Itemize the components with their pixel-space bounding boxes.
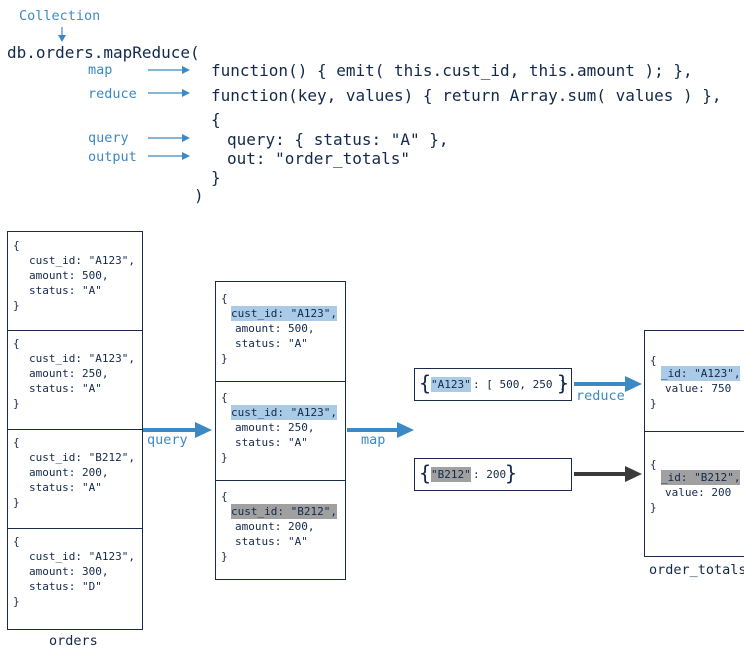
filtered-doc-1: { cust_id: "A123", amount: 500, status: …: [216, 282, 345, 382]
query-flow-arrow: [143, 422, 212, 438]
order-doc-1: { cust_id: "A123", amount: 500, status: …: [8, 232, 142, 331]
doc-close-brace: }: [650, 501, 657, 514]
orders-collection-box: { cust_id: "A123", amount: 500, status: …: [7, 231, 143, 630]
doc-open-brace: {: [13, 337, 20, 350]
reduce-label: reduce: [88, 86, 137, 102]
doc-close-brace: }: [650, 397, 657, 410]
reduce-function: function(key, values) { return Array.sum…: [211, 86, 722, 105]
map-flow-arrow: [347, 422, 414, 438]
doc-amount: amount: 250,: [29, 367, 109, 380]
mapreduce-call-line: db.orders.mapReduce(: [7, 43, 200, 62]
doc-open-brace: {: [221, 490, 228, 503]
reduce-label-arrow: [148, 89, 190, 97]
map-function: function() { emit( this.cust_id, this.am…: [211, 61, 693, 80]
filtered-doc-2: { cust_id: "A123", amount: 250, status: …: [216, 381, 345, 481]
out-line: out: "order_totals": [227, 149, 411, 168]
order-totals-caption: order_totals: [649, 562, 744, 578]
doc-status: status: "A": [235, 337, 308, 350]
doc-open-brace: {: [221, 292, 228, 305]
reduce-arrow-label: reduce: [576, 388, 625, 404]
order-totals-box: { _id: "A123", value: 750 } { _id: "B212…: [644, 330, 744, 557]
order-doc-4: { cust_id: "A123", amount: 300, status: …: [8, 528, 142, 629]
doc-open-brace: {: [13, 436, 20, 449]
map-label: map: [88, 62, 113, 78]
doc-open-brace: {: [650, 354, 657, 367]
doc-cust-id: cust_id: "B212",: [29, 451, 135, 464]
collection-arrow: [58, 27, 66, 42]
group-close-brace: }: [557, 371, 570, 395]
doc-status: status: "A": [29, 284, 102, 297]
doc-amount: amount: 200,: [29, 466, 109, 479]
group-open-brace: {: [419, 461, 432, 485]
doc-status: status: "A": [235, 535, 308, 548]
filtered-docs-box: { cust_id: "A123", amount: 500, status: …: [215, 281, 346, 580]
emitted-group-a123: { "A123" : [ 500, 250 ] }: [414, 368, 572, 401]
group-close-brace: }: [505, 461, 518, 485]
doc-id-highlighted: _id: "B212",: [661, 470, 741, 485]
doc-amount: amount: 200,: [235, 520, 315, 533]
reduce-flow-arrow: [574, 376, 642, 392]
collection-label: Collection: [19, 8, 101, 24]
doc-cust-id: cust_id: "A123",: [29, 352, 135, 365]
order-doc-2: { cust_id: "A123", amount: 250, status: …: [8, 330, 142, 430]
doc-cust-id-highlighted: cust_id: "B212",: [231, 504, 337, 519]
map-arrow-label: map: [361, 432, 386, 448]
doc-amount: amount: 250,: [235, 421, 315, 434]
filtered-doc-3: { cust_id: "B212", amount: 200, status: …: [216, 480, 345, 579]
doc-open-brace: {: [221, 391, 228, 404]
group-open-brace: {: [419, 371, 432, 395]
group-values: : 200: [473, 468, 507, 481]
query-label: query: [88, 130, 129, 146]
group-values: : [ 500, 250 ]: [473, 378, 566, 391]
doc-status: status: "A": [235, 436, 308, 449]
output-label-arrow: [148, 152, 190, 160]
doc-value: value: 200: [665, 486, 732, 499]
orders-caption: orders: [49, 633, 98, 649]
doc-status: status: "A": [29, 481, 102, 494]
query-line: query: { status: "A" },: [227, 130, 449, 149]
doc-close-brace: }: [221, 550, 228, 563]
passthrough-arrow: [574, 466, 642, 482]
map-label-arrow: [148, 66, 190, 74]
doc-amount: amount: 300,: [29, 565, 109, 578]
doc-close-brace: }: [13, 496, 20, 509]
close-paren: ): [194, 186, 204, 205]
doc-open-brace: {: [650, 458, 657, 471]
total-doc-2: { _id: "B212", value: 200 }: [645, 431, 744, 556]
doc-amount: amount: 500,: [29, 269, 109, 282]
doc-open-brace: {: [13, 239, 20, 252]
doc-status: status: "D": [29, 580, 102, 593]
group-key-highlighted: "B212": [431, 467, 471, 482]
order-doc-3: { cust_id: "B212", amount: 200, status: …: [8, 429, 142, 529]
doc-id-highlighted: _id: "A123",: [661, 366, 741, 381]
doc-cust-id: cust_id: "A123",: [29, 254, 135, 267]
doc-cust-id: cust_id: "A123",: [29, 550, 135, 563]
doc-open-brace: {: [13, 535, 20, 548]
query-label-arrow: [148, 134, 190, 142]
doc-amount: amount: 500,: [235, 322, 315, 335]
options-close-brace: }: [211, 168, 221, 187]
doc-close-brace: }: [13, 397, 20, 410]
doc-cust-id-highlighted: cust_id: "A123",: [231, 306, 337, 321]
emitted-group-b212: { "B212" : 200 }: [414, 458, 572, 491]
group-key-highlighted: "A123": [431, 377, 471, 392]
output-label: output: [88, 149, 137, 165]
doc-close-brace: }: [221, 451, 228, 464]
doc-close-brace: }: [13, 595, 20, 608]
total-doc-1: { _id: "A123", value: 750 }: [645, 331, 744, 432]
doc-close-brace: }: [13, 299, 20, 312]
options-open-brace: {: [211, 110, 221, 129]
doc-cust-id-highlighted: cust_id: "A123",: [231, 405, 337, 420]
doc-status: status: "A": [29, 382, 102, 395]
doc-close-brace: }: [221, 352, 228, 365]
doc-value: value: 750: [665, 382, 732, 395]
query-arrow-label: query: [147, 432, 188, 448]
